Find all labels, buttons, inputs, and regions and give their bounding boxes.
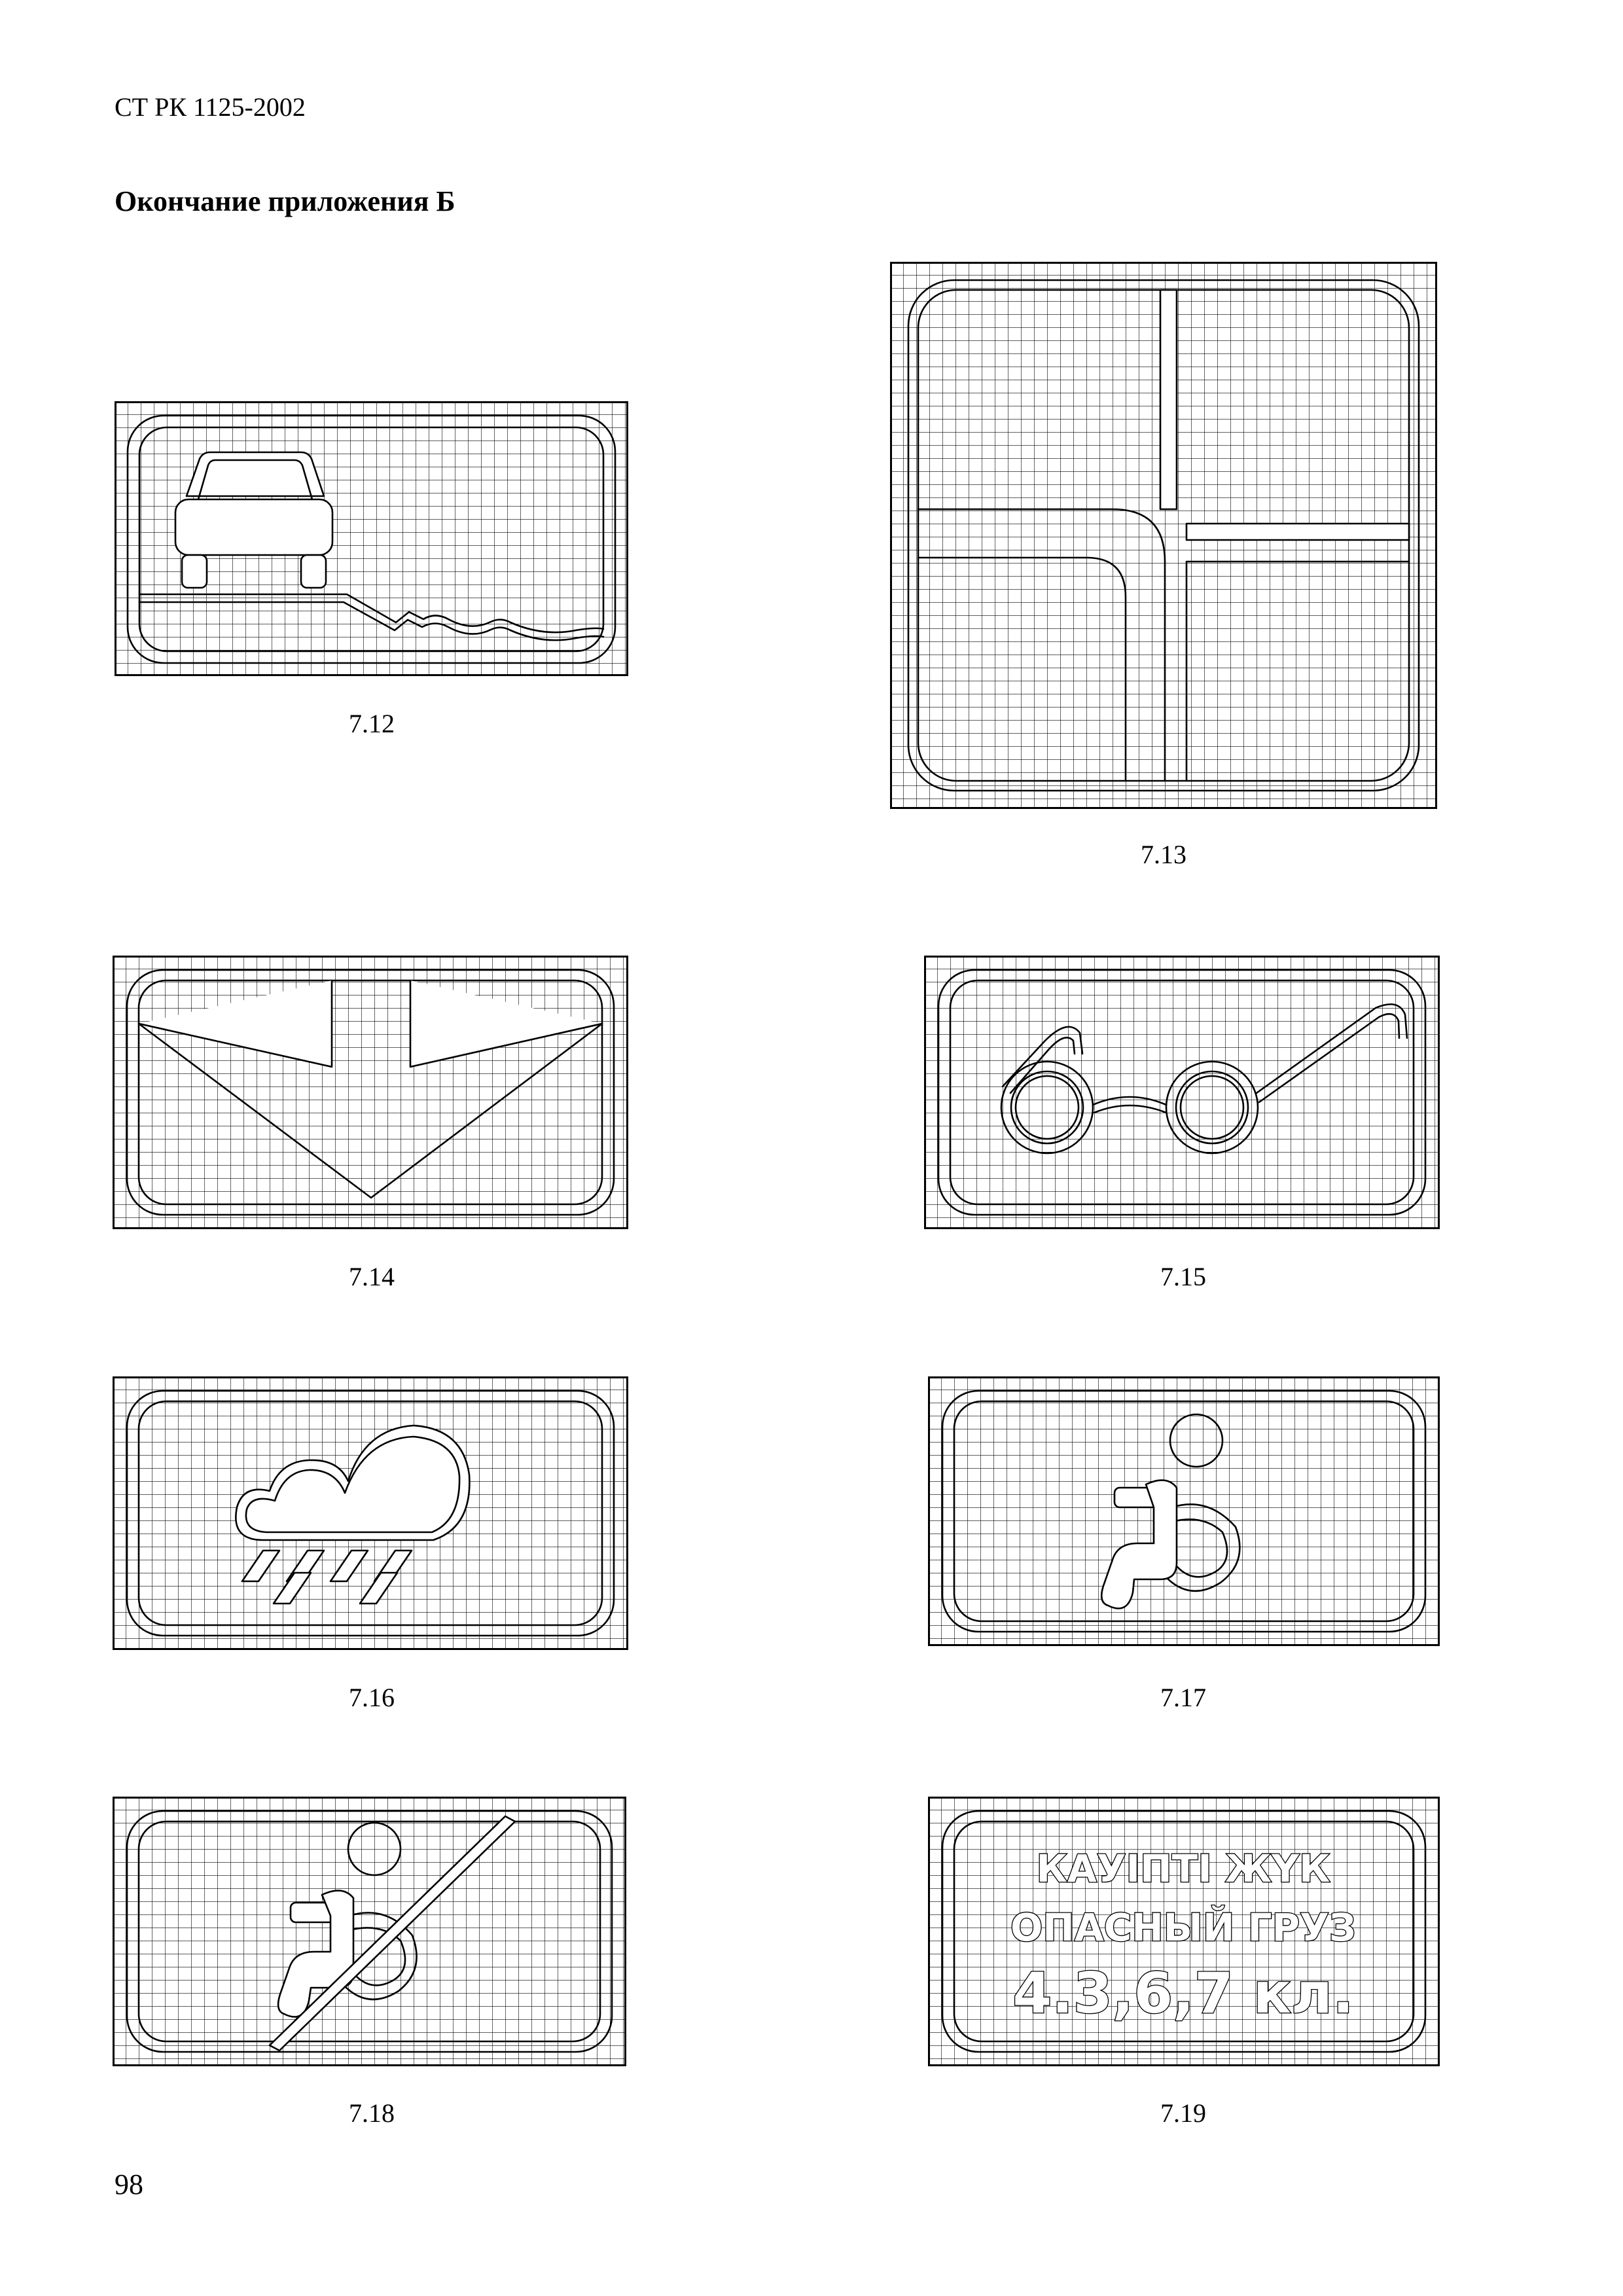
cargo-line-kaz: КАУІПТІ ЖҮК [1037, 1846, 1330, 1891]
sign-caption: 7.16 [349, 1683, 395, 1712]
sign-caption: 7.18 [349, 2098, 395, 2128]
sign-caption: 7.19 [1160, 2098, 1206, 2128]
section-title: Окончание приложения Б [115, 185, 455, 217]
sign-7-13-road-layout-icon [890, 262, 1437, 809]
sign-caption: 7.17 [1160, 1683, 1206, 1712]
sign-caption: 7.13 [1141, 840, 1186, 869]
sign-7-16-rain-cloud-icon [113, 1376, 628, 1650]
document-code: СТ РК 1125-2002 [115, 92, 306, 122]
cargo-line-rus: ОПАСНЫЙ ГРУЗ [1010, 1905, 1356, 1950]
sign-caption: 7.14 [349, 1262, 395, 1291]
page-number: 98 [115, 2168, 143, 2200]
sign-caption: 7.12 [349, 709, 395, 738]
sign-7-19-dangerous-cargo-text-icon: КАУІПТІ ЖҮК ОПАСНЫЙ ГРУЗ 4.3,6,7 кл. [928, 1797, 1440, 2066]
sign-7-18-wheelchair-crossed-icon [113, 1797, 626, 2066]
sign-7-14-arrow-chevron-icon [113, 956, 628, 1229]
sign-caption: 7.15 [1160, 1262, 1206, 1291]
sign-7-17-wheelchair-icon [928, 1376, 1440, 1646]
sign-7-15-glasses-icon [924, 956, 1440, 1229]
cargo-line-class: 4.3,6,7 кл. [1012, 1961, 1353, 2026]
sign-7-12-car-on-soft-shoulder-icon [115, 401, 628, 676]
